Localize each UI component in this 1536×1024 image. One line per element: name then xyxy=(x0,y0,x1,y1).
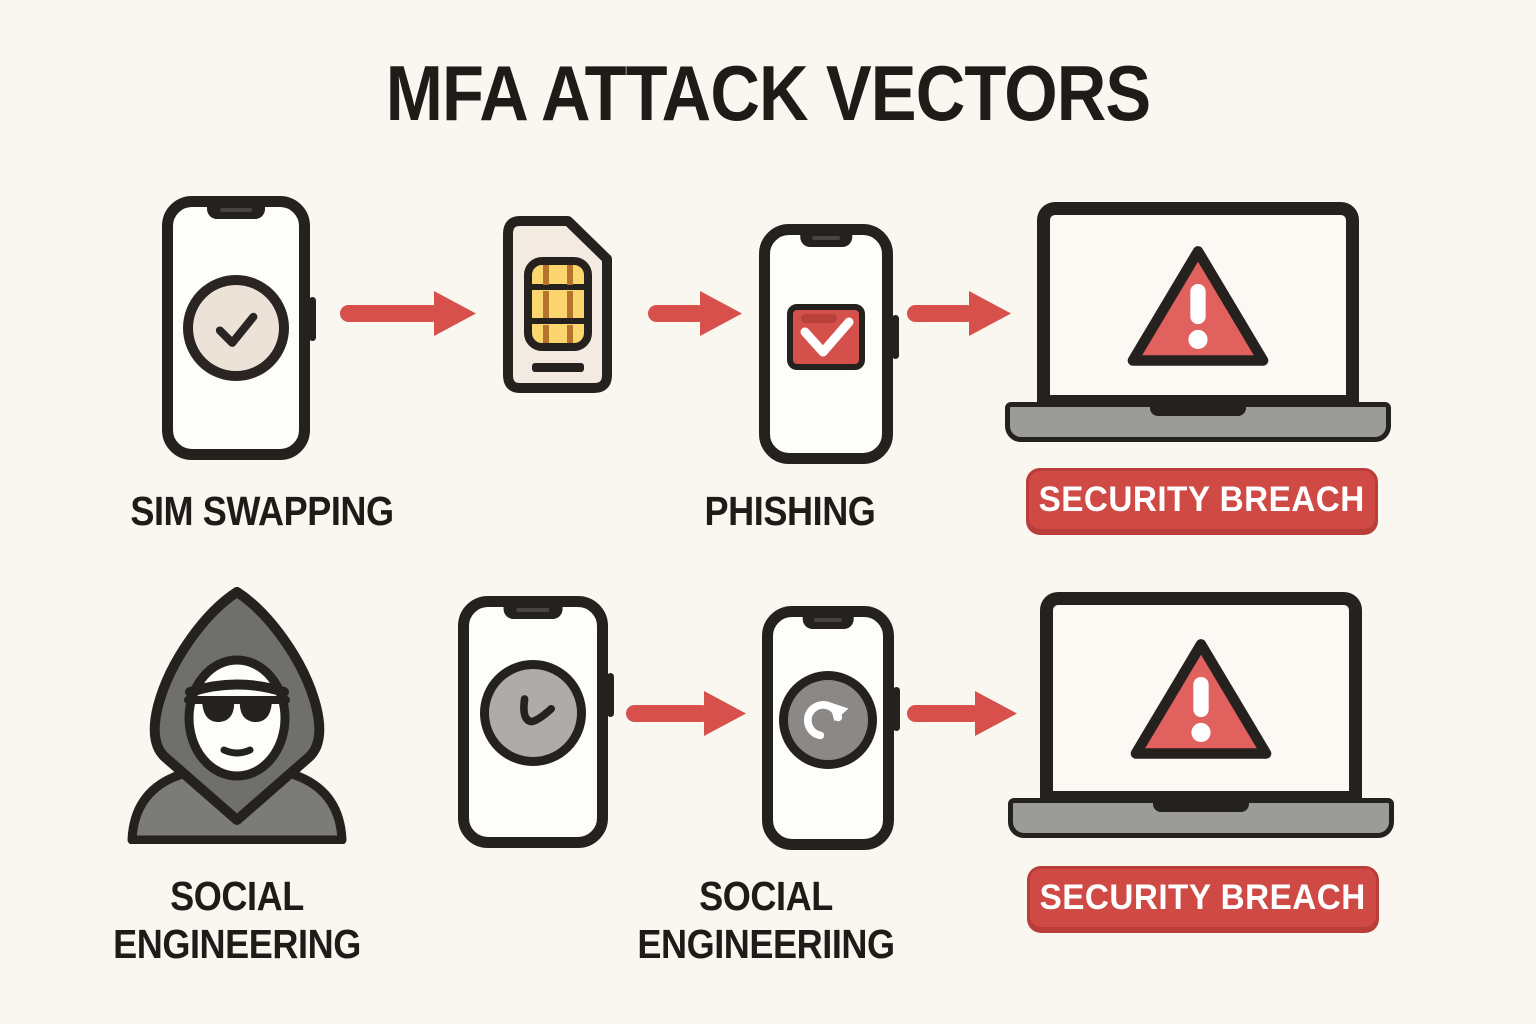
laptop-warning-icon xyxy=(1005,202,1391,442)
phone-side-button xyxy=(607,673,614,717)
flow-arrow-icon xyxy=(907,691,1017,736)
smartphone-phishing-checkbox-icon xyxy=(759,224,899,464)
phone-side-button xyxy=(892,315,899,359)
laptop-screen xyxy=(1037,202,1359,408)
hooded-hacker-icon xyxy=(127,587,347,844)
redirect-circle-icon xyxy=(779,671,877,769)
sim-card-icon xyxy=(503,216,612,393)
checkmark-icon xyxy=(800,317,854,357)
checkbox-shade xyxy=(801,314,837,323)
phone-notch xyxy=(503,605,563,619)
smartphone-redirect-icon xyxy=(762,606,900,850)
check-circle-icon xyxy=(183,275,289,381)
security-breach-text: SECURITY BREACH xyxy=(1038,480,1366,519)
smartphone-clock-icon xyxy=(458,596,614,848)
flow-arrow-icon xyxy=(907,291,1011,336)
laptop-warning-icon xyxy=(1008,592,1394,838)
phone-notch xyxy=(800,233,852,247)
phone-notch xyxy=(207,205,265,219)
label-sim-swapping: SIM SWAPPING xyxy=(130,488,394,534)
phone-side-button xyxy=(309,297,316,341)
security-breach-text: SECURITY BREACH xyxy=(1039,878,1367,917)
warning-triangle-icon xyxy=(1127,246,1269,366)
phone-side-button xyxy=(893,687,900,731)
checkmark-icon xyxy=(215,312,258,347)
redirect-arrow-icon xyxy=(803,701,849,740)
flow-arrow-icon xyxy=(340,291,476,336)
security-breach-badge: SECURITY BREACH xyxy=(1027,866,1379,930)
phone-notch xyxy=(802,615,854,629)
laptop-base xyxy=(1005,402,1391,442)
flow-arrow-icon xyxy=(626,691,746,736)
page-title: MFA ATTACK VECTORS xyxy=(385,49,1151,137)
red-checkbox-icon xyxy=(787,304,865,370)
flow-arrow-icon xyxy=(648,291,742,336)
clock-circle-icon xyxy=(480,660,586,766)
laptop-base xyxy=(1008,798,1394,838)
label-phishing: PHISHING xyxy=(704,488,876,534)
smartphone-verified-icon xyxy=(162,196,316,460)
security-breach-badge: SECURITY BREACH xyxy=(1026,468,1378,532)
laptop-screen xyxy=(1040,592,1362,804)
warning-triangle-icon xyxy=(1130,639,1272,759)
clock-hands-icon xyxy=(520,695,556,726)
